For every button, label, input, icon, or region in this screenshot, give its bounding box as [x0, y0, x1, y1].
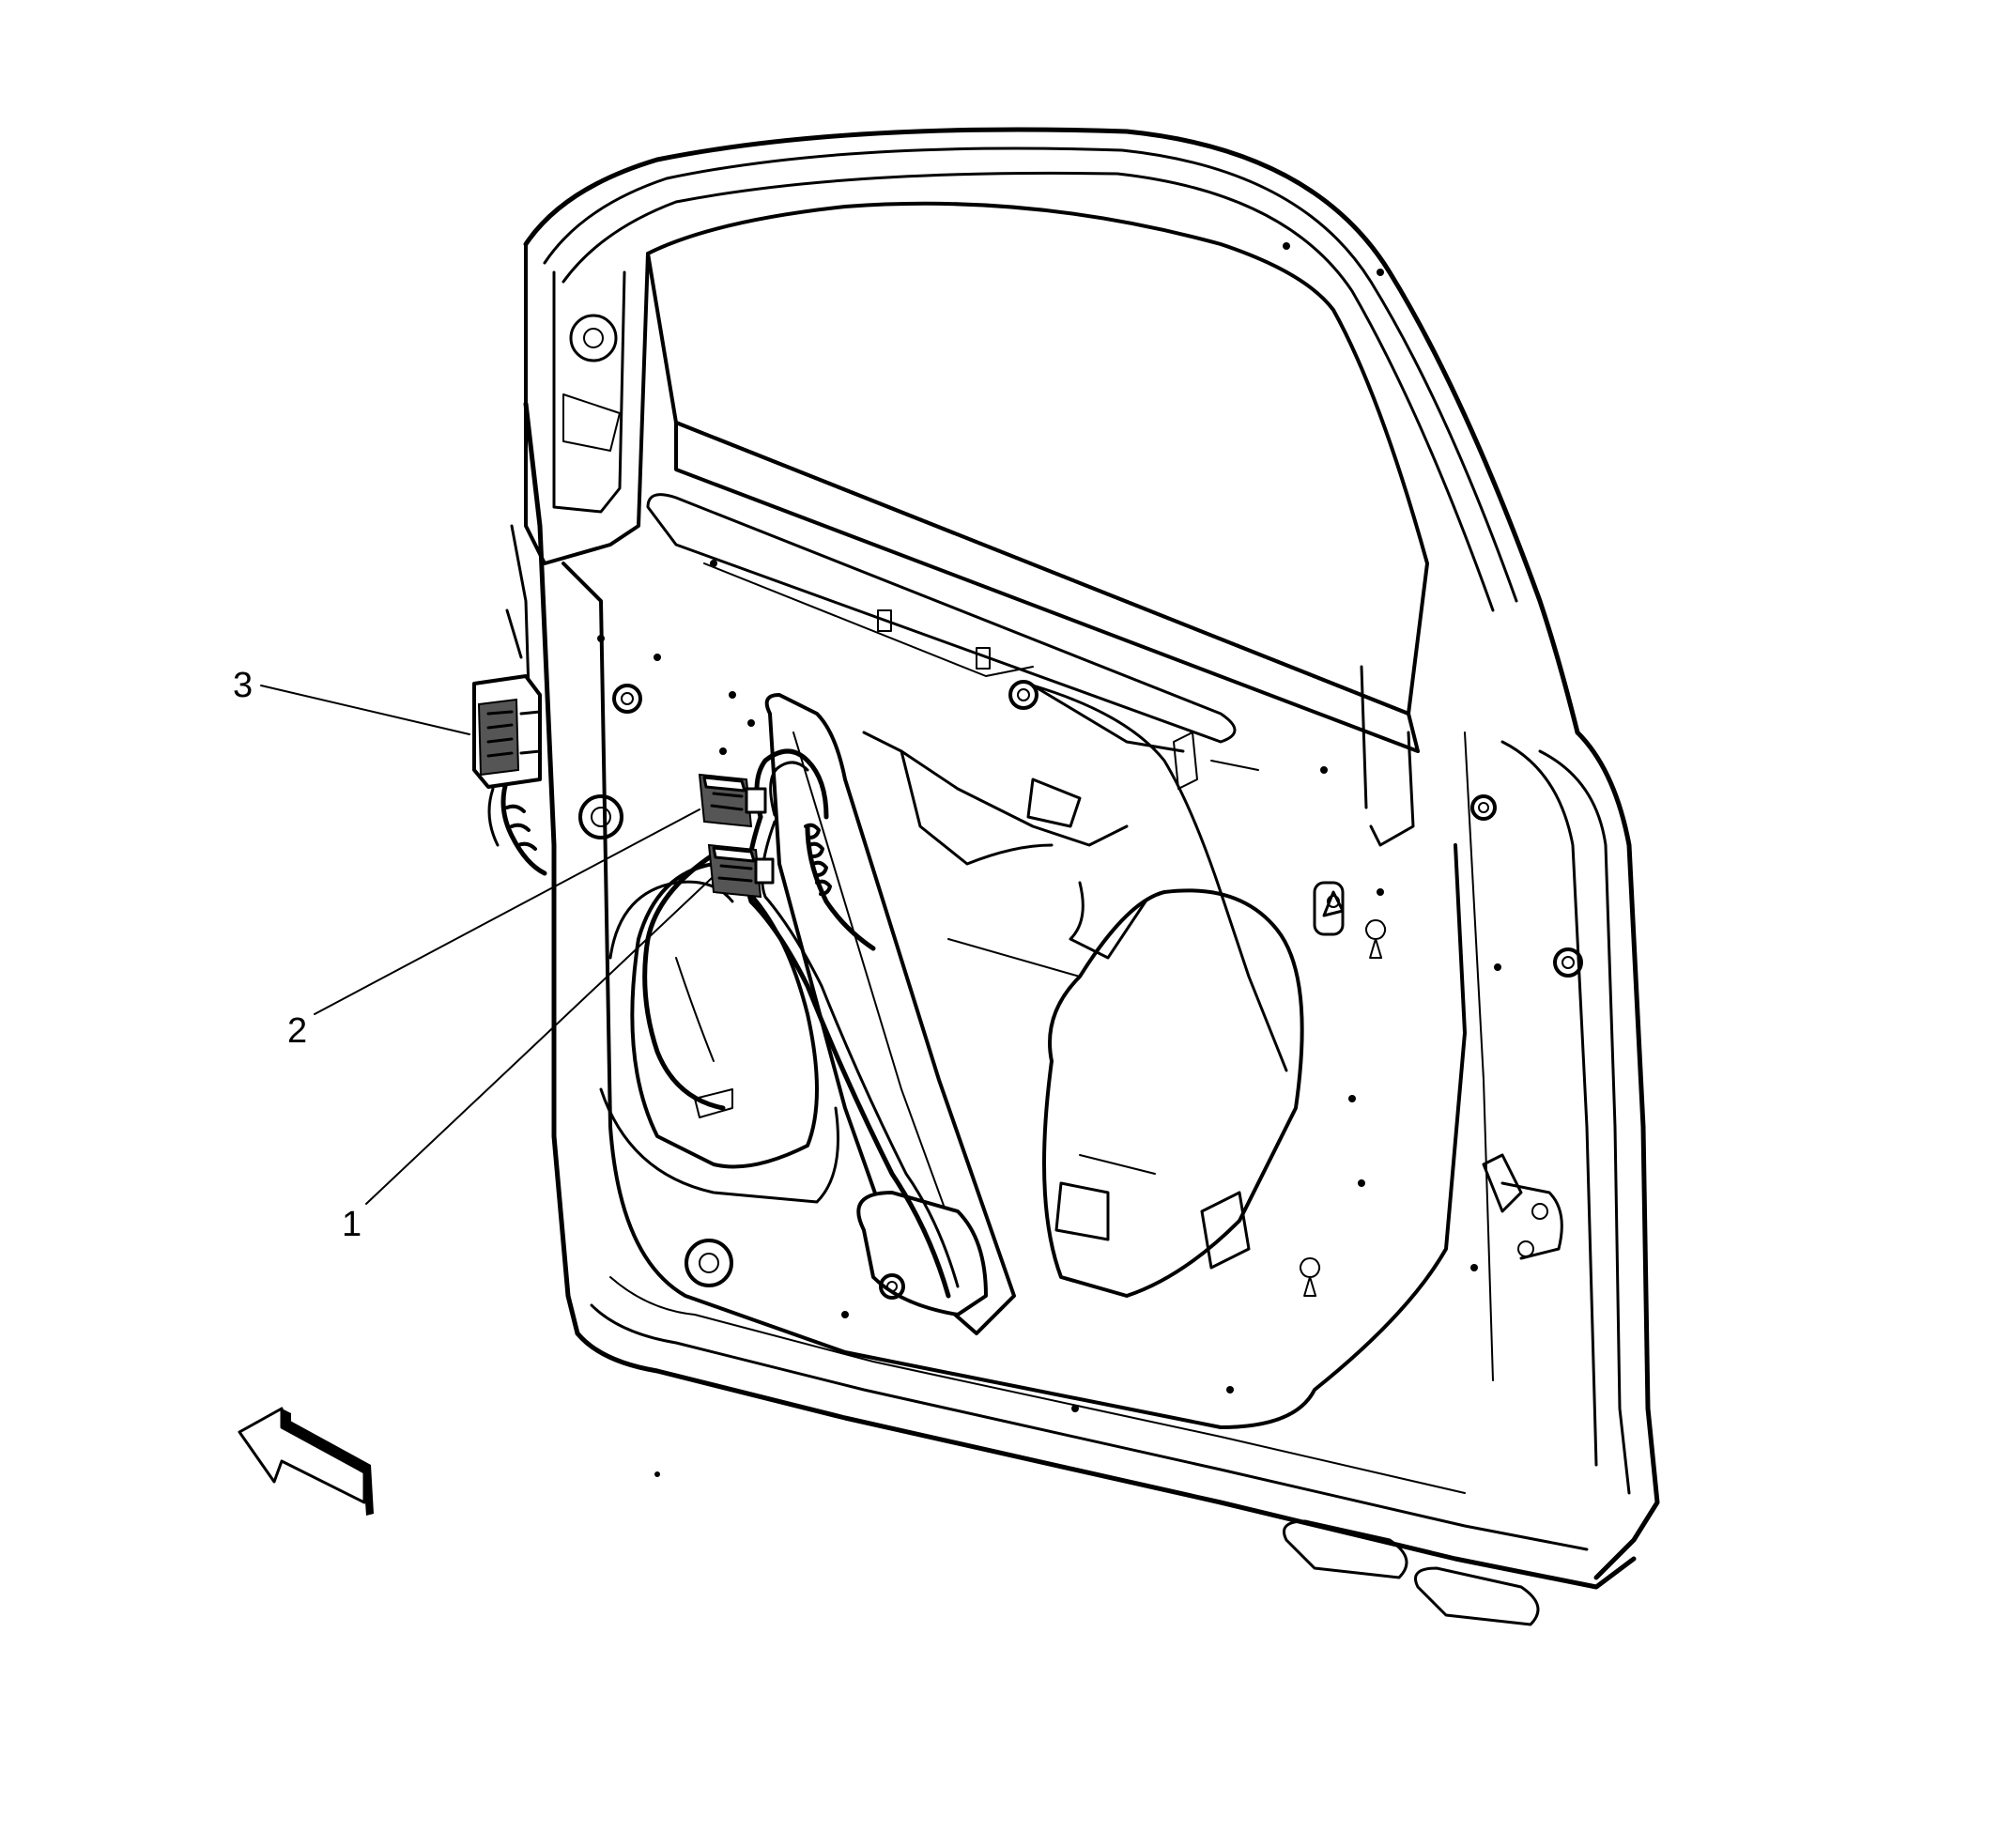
connector-1[interactable]	[707, 843, 775, 899]
connector-3[interactable]	[472, 674, 542, 789]
callout-1: 1	[342, 877, 713, 1244]
callout-3-label: 3	[233, 666, 253, 705]
callout-3: 3	[233, 666, 470, 735]
panel-holes	[578, 242, 1583, 1477]
callout-2-label: 2	[287, 1011, 307, 1051]
door-inner-panel	[562, 421, 1563, 1429]
door-outer-panel	[505, 127, 1660, 1626]
callout-2: 2	[287, 808, 700, 1051]
connector-2[interactable]	[698, 773, 767, 828]
callout-1-label: 1	[342, 1205, 362, 1244]
front-direction-arrow-icon	[238, 1407, 374, 1516]
